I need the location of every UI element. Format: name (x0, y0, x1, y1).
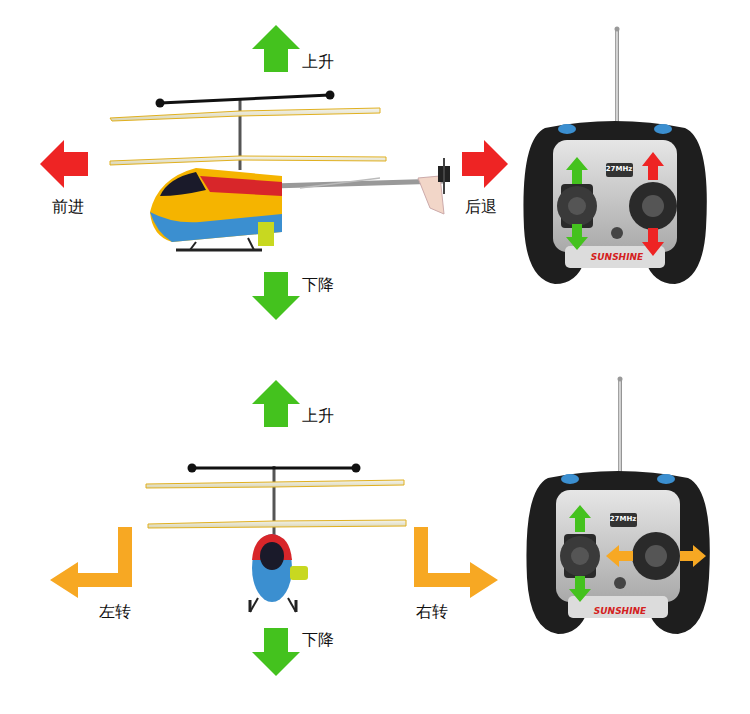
direction-label: 下降 (302, 631, 334, 649)
direction-label: 右转 (416, 603, 448, 621)
direction-label: 左转 (99, 603, 131, 621)
brand-label: SUNSHINE (591, 253, 643, 263)
direction-label: 后退 (465, 198, 497, 216)
brand-label: SUNSHINE (594, 607, 646, 617)
helicopter-side (110, 91, 450, 251)
direction-label: 前进 (52, 198, 84, 216)
frequency-label: 27MHz (606, 166, 633, 174)
direction-label: 下降 (302, 276, 334, 294)
helicopter-front (146, 464, 406, 613)
direction-label: 上升 (302, 407, 334, 425)
direction-label: 上升 (302, 53, 334, 71)
frequency-label: 27MHz (610, 516, 637, 524)
